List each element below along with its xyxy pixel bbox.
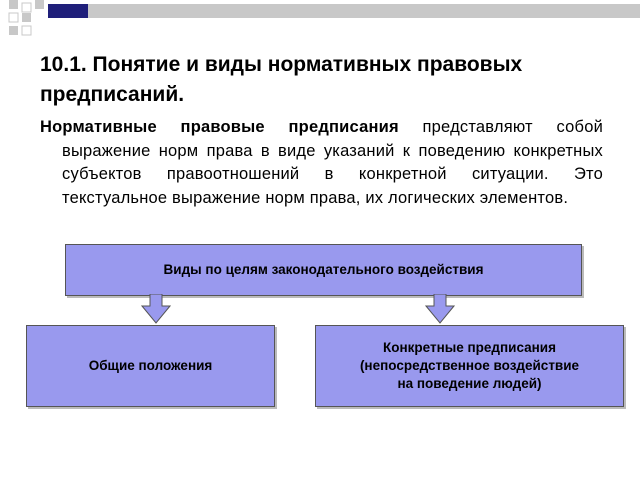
deco-square [9,26,18,35]
diagram-box-specific-prescriptions: Конкретные предписания (непосредственное… [315,325,624,407]
deco-square [22,13,31,22]
body-lead-term: Нормативные правовые предписания [40,118,399,136]
down-arrow-icon [425,294,455,324]
deco-square [9,0,18,9]
down-arrow-icon [141,294,171,324]
slide-title: 10.1. Понятие и виды нормативных правовы… [40,53,523,106]
deco-bar-navy [48,4,88,18]
deco-square [21,2,32,13]
slide-body-text: Нормативные правовые предписания предста… [40,116,603,210]
diagram-box-general-provisions: Общие положения [26,325,275,407]
deco-square [35,0,44,9]
header-decoration [8,0,640,36]
deco-bar-grey [88,4,640,18]
body-definition: представляют собой выражение норм права … [62,118,603,207]
deco-square [8,12,19,23]
diagram-box-classification: Виды по целям законодательного воздейств… [65,244,582,296]
deco-square [21,25,32,36]
